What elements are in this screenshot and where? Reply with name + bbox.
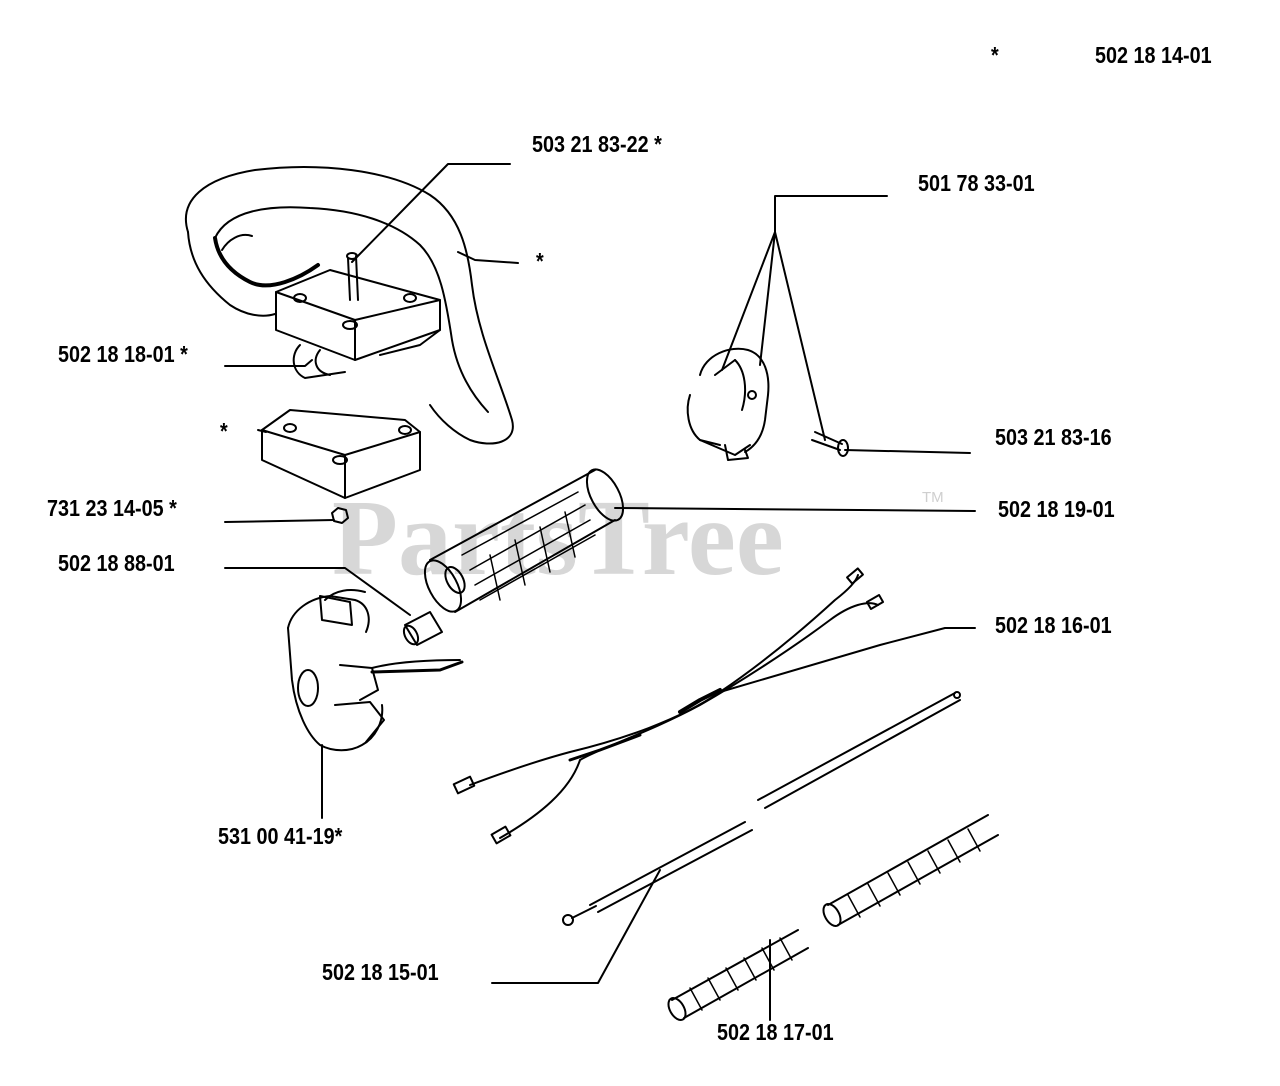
callout-throttle-cable: 502 18 15-01 <box>322 959 439 985</box>
spacer-drawing <box>402 611 443 646</box>
grip-tube-drawing <box>423 468 625 613</box>
callout-lock-nut: 731 23 14-05 * <box>47 495 177 521</box>
protective-hose-drawing <box>667 814 999 1021</box>
callout-cable-clamp-kit: 501 78 33-01 <box>918 170 1035 196</box>
callout-handle-clamp-lower: * <box>220 418 228 444</box>
callout-front-handle: * <box>536 248 544 274</box>
header-asterisk: * <box>991 42 999 68</box>
leader-lines <box>224 163 976 1021</box>
loop-handle-drawing <box>185 166 514 524</box>
callout-throttle-housing: 531 00 41-19* <box>218 823 343 849</box>
callout-hardware-kit: 503 21 83-22 * <box>532 131 662 157</box>
cable-clamp-drawing <box>686 347 849 461</box>
callout-handle-clamp-upper: 502 18 18-01 * <box>58 341 188 367</box>
callout-clamp-screw: 503 21 83-16 <box>995 424 1112 450</box>
callout-grip-tube: 502 18 19-01 <box>998 496 1115 522</box>
throttle-housing-drawing <box>287 589 464 752</box>
watermark-trademark: TM <box>922 489 944 506</box>
callout-spacer: 502 18 88-01 <box>58 550 175 576</box>
wire-harness-drawing <box>452 567 885 845</box>
assembly-number: 502 18 14-01 <box>1095 42 1212 68</box>
throttle-cable-drawing <box>562 691 961 926</box>
callout-wire-harness: 502 18 16-01 <box>995 612 1112 638</box>
callout-protective-hose: 502 18 17-01 <box>717 1019 834 1045</box>
